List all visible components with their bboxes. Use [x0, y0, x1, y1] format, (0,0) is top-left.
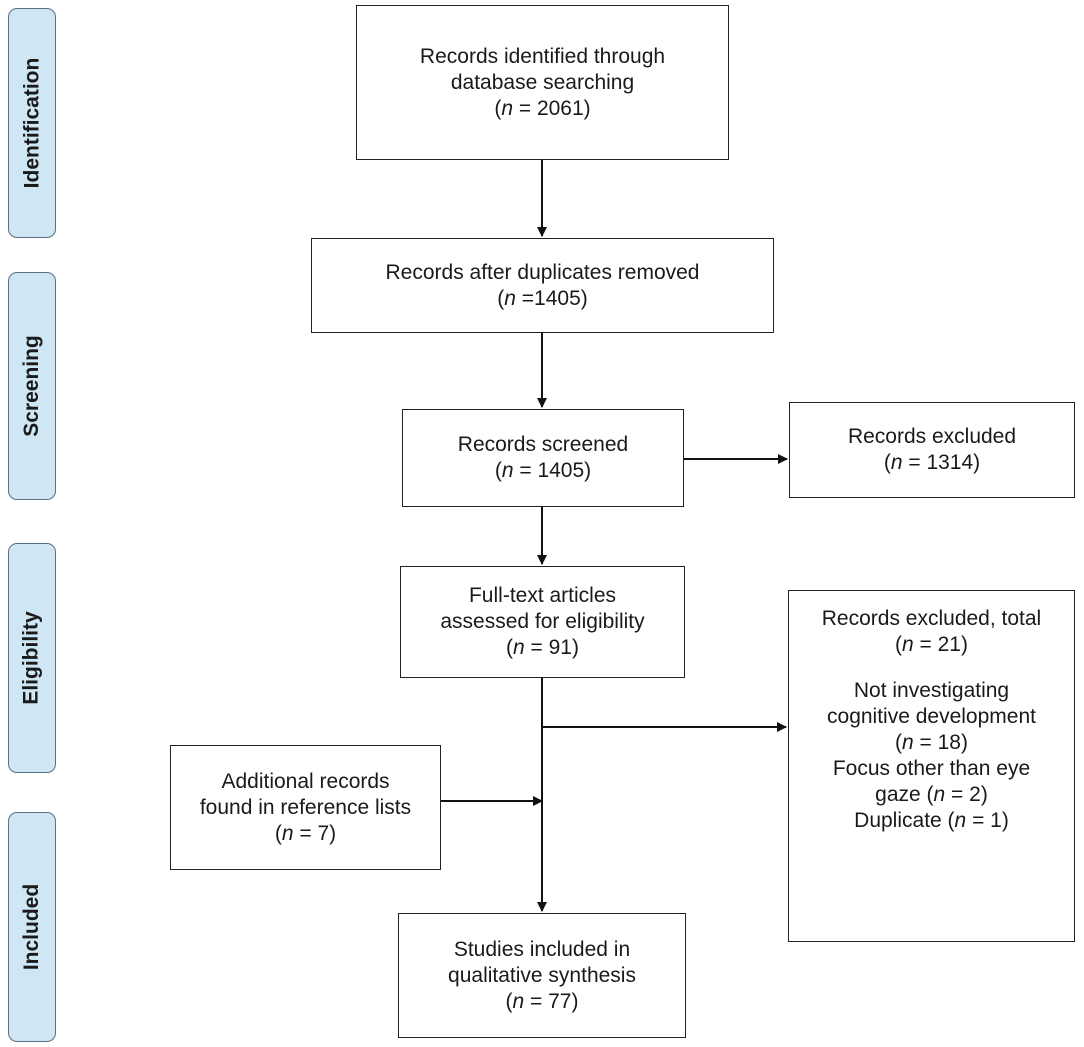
- reason-not-cognitive-1: Not investigating: [853, 679, 1010, 702]
- box-fulltext-assessed: Full-text articles assessed for eligibil…: [400, 566, 685, 678]
- reason-focus-2: gaze (n = 2): [875, 783, 988, 806]
- fulltext-text-2: assessed for eligibility: [440, 610, 645, 633]
- excluded-count: (n = 1314): [883, 451, 981, 474]
- box-records-excluded: Records excluded (n = 1314): [789, 402, 1075, 498]
- phase-identification: Identification: [8, 8, 56, 238]
- deduplicated-count: (n =1405): [497, 286, 588, 310]
- reason-not-cognitive-2: cognitive development: [827, 705, 1036, 728]
- additional-count: (n = 7): [274, 821, 337, 845]
- box-records-deduplicated: Records after duplicates removed (n =140…: [311, 238, 774, 333]
- included-text-1: Studies included in: [453, 937, 631, 961]
- additional-text-1: Additional records: [221, 769, 390, 793]
- included-text-2: qualitative synthesis: [448, 963, 636, 987]
- additional-text-2: found in reference lists: [199, 795, 412, 819]
- screened-count: (n = 1405): [494, 459, 592, 482]
- deduplicated-text: Records after duplicates removed: [385, 260, 700, 284]
- reason-focus-1: Focus other than eye: [832, 757, 1031, 780]
- phase-eligibility: Eligibility: [8, 543, 56, 773]
- box-records-screened: Records screened (n = 1405): [402, 409, 684, 507]
- excluded-text: Records excluded: [847, 425, 1017, 448]
- box-studies-included: Studies included in qualitative synthesi…: [398, 913, 686, 1038]
- phase-screening: Screening: [8, 272, 56, 500]
- fulltext-count: (n = 91): [506, 636, 579, 659]
- excluded-total-text: Records excluded, total: [821, 607, 1042, 630]
- box-additional-records: Additional records found in reference li…: [170, 745, 441, 870]
- reason-duplicate: Duplicate (n = 1): [854, 809, 1009, 832]
- box-records-identified: Records identified through database sear…: [356, 5, 729, 160]
- identified-count: (n = 2061): [494, 96, 591, 120]
- fulltext-text-1: Full-text articles: [468, 584, 617, 607]
- box-excluded-total: Records excluded, total (n = 21) Not inv…: [788, 590, 1075, 942]
- identified-text-1: Records identified through: [419, 44, 666, 68]
- excluded-total-count: (n = 21): [895, 633, 968, 656]
- screened-text: Records screened: [457, 433, 629, 456]
- phase-included: Included: [8, 812, 56, 1042]
- identified-text-2: database searching: [450, 70, 635, 94]
- included-count: (n = 77): [505, 989, 579, 1013]
- reason-not-cognitive-count: (n = 18): [895, 731, 968, 754]
